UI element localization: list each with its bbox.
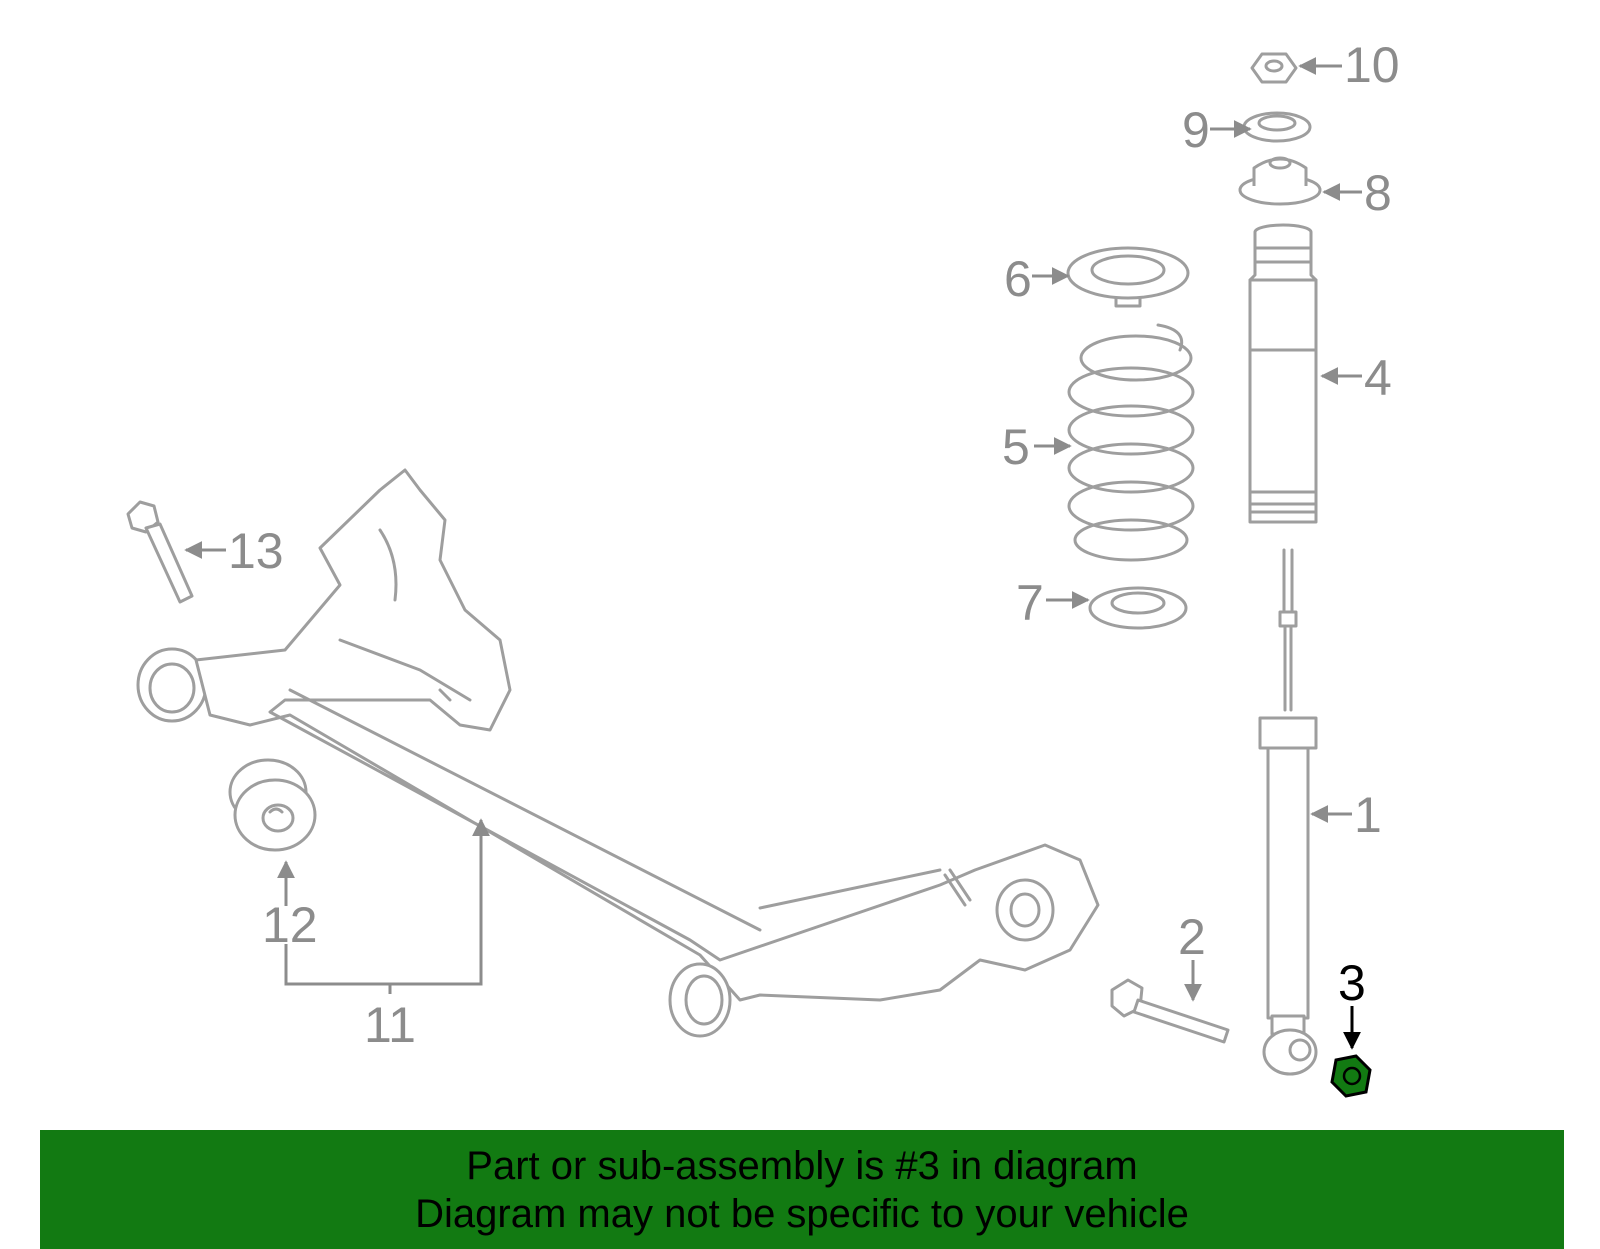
callout-12: 12 xyxy=(262,897,318,953)
part-1-shock-absorber-icon[interactable] xyxy=(1258,548,1318,1076)
callout-6: 6 xyxy=(1004,251,1032,307)
callout-5: 5 xyxy=(1002,419,1030,475)
callout-8: 8 xyxy=(1364,165,1392,221)
part-7-spring-seat-icon[interactable] xyxy=(1088,586,1188,630)
part-info-banner: Part or sub-assembly is #3 in diagram Di… xyxy=(40,1130,1564,1249)
callout-2: 2 xyxy=(1178,909,1206,965)
part-5-coil-spring-icon[interactable] xyxy=(1067,323,1195,562)
parts-diagram: 10 9 8 6 4 5 7 1 2 3 13 12 11 xyxy=(126,37,1400,1098)
part-2-bolt-icon[interactable] xyxy=(1110,978,1230,1044)
part-4-dust-boot-icon[interactable] xyxy=(1248,223,1318,524)
part-10-nut-icon[interactable] xyxy=(1250,52,1298,84)
callout-11: 11 xyxy=(364,997,416,1053)
part-8-mount-icon[interactable] xyxy=(1238,156,1322,206)
callout-4: 4 xyxy=(1364,350,1392,406)
callout-1: 1 xyxy=(1354,787,1382,843)
callout-13: 13 xyxy=(228,523,284,579)
callout-10: 10 xyxy=(1344,37,1400,93)
callout-3: 3 xyxy=(1338,955,1366,1011)
callout-9: 9 xyxy=(1182,102,1210,158)
part-3-nut-icon[interactable] xyxy=(1330,1054,1372,1098)
banner-line-1: Part or sub-assembly is #3 in diagram xyxy=(466,1144,1138,1188)
part-12-bushing-icon[interactable] xyxy=(228,758,317,852)
part-6-spring-seat-icon[interactable] xyxy=(1066,246,1190,308)
part-13-bolt-icon[interactable] xyxy=(126,500,194,604)
part-11-axle-beam-icon[interactable] xyxy=(136,468,1100,1038)
part-9-washer-icon[interactable] xyxy=(1242,111,1312,143)
banner-line-2: Diagram may not be specific to your vehi… xyxy=(415,1192,1189,1236)
callout-7: 7 xyxy=(1016,575,1044,631)
